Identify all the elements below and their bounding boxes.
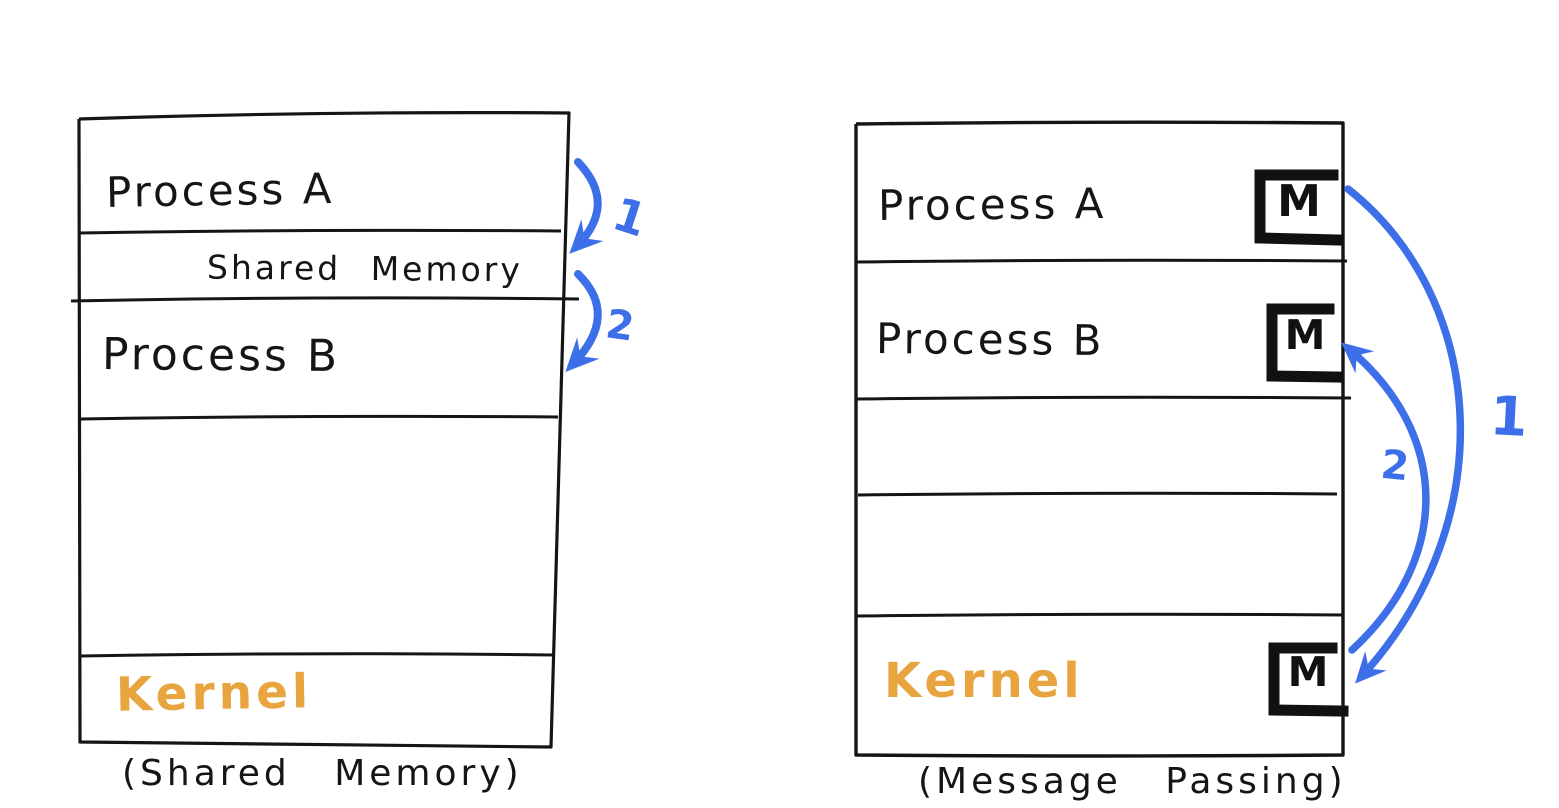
left-divider-above-kernel [79,652,555,658]
arrow-step1-process-a-to-shared-memory [569,158,604,254]
arrow-step1-process-a-to-kernel [1344,185,1465,684]
message-box-kernel [1268,642,1349,717]
right-divider-above-kernel [855,612,1345,618]
message-letter-process-b: M [1284,311,1326,359]
left-shared-memory-label: Shared Memory [206,247,524,290]
message-box-process-b [1266,303,1343,383]
right-kernel-label: Kernel [884,653,1084,709]
left-diagram-caption: (Shared Memory) [122,753,523,794]
shared-memory-box-outline [77,111,571,749]
right-divider-under-process-a [855,258,1348,264]
right-step-2-number: 2 [1378,441,1412,491]
message-box-process-a [1254,169,1343,246]
arrow-step2-kernel-to-process-b [1341,342,1430,654]
left-process-b-label: Process B [101,328,341,383]
left-divider-under-process-a [79,228,562,235]
right-diagram-caption: (Message Passing) [918,761,1347,802]
left-step-2-number: 2 [602,301,637,351]
right-step-1-number: 1 [1488,384,1530,449]
right-divider-middle [857,491,1338,497]
right-process-b-label: Process B [875,314,1105,365]
message-letter-kernel: M [1287,648,1329,696]
left-kernel-label: Kernel [115,664,313,723]
message-passing-box-outline [854,120,1345,758]
right-divider-under-process-b [855,395,1352,401]
left-process-a-label: Process A [105,164,335,217]
message-letter-process-a: M [1277,176,1321,227]
left-divider-under-process-b [79,414,559,421]
arrow-step2-shared-memory-to-process-b [565,270,602,372]
right-process-a-label: Process A [877,179,1107,230]
left-divider-under-shared-memory [70,296,580,303]
